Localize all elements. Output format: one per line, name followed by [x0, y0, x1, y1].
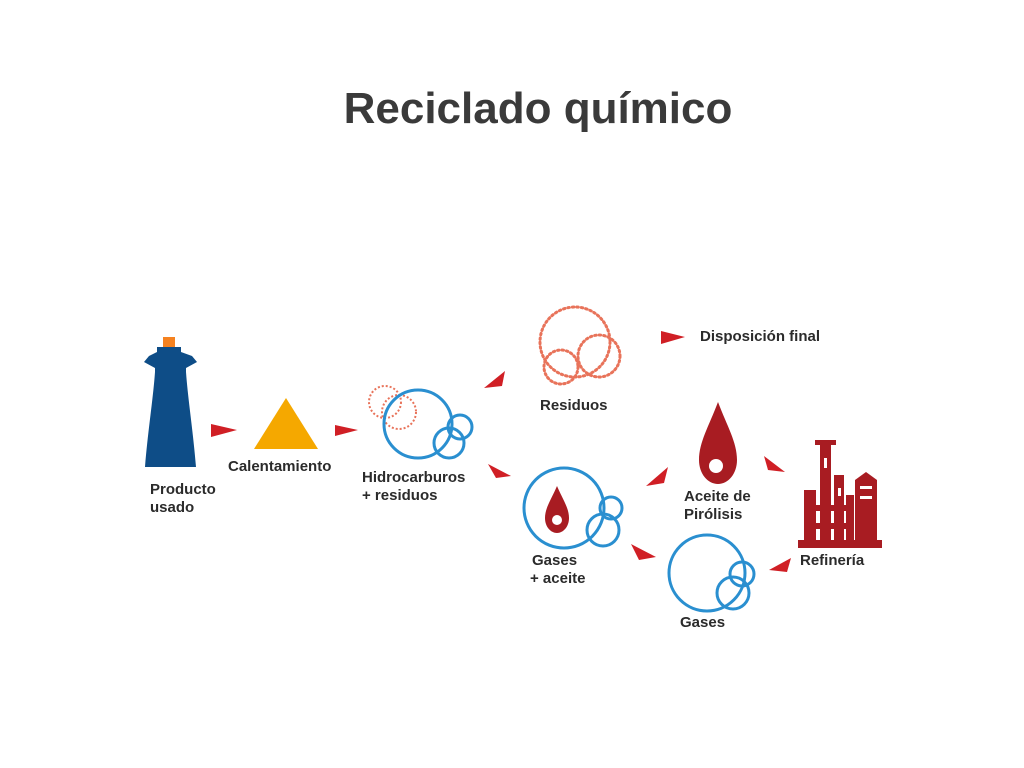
residuos-label: Residuos — [540, 397, 608, 414]
gases-aceite-label-line2: + aceite — [530, 570, 585, 587]
calentamiento-label: Calentamiento — [228, 458, 331, 475]
producto-label-line2: usado — [150, 499, 194, 516]
page-title: Reciclado químico — [343, 84, 733, 133]
disposicion-label: Disposición final — [700, 328, 820, 345]
arrow-icon — [335, 425, 358, 436]
arrow-icon — [484, 371, 505, 388]
oil-drop-icon — [699, 402, 737, 484]
circles-icon — [667, 533, 756, 613]
bottle-icon — [144, 337, 197, 467]
arrow-icon — [488, 464, 511, 478]
gases-aceite-label-line1: Gases — [532, 552, 577, 569]
arrow-icon — [211, 424, 237, 437]
refineria-label: Refinería — [800, 552, 865, 569]
arrow-icon — [661, 331, 685, 344]
producto-label-line1: Producto — [150, 481, 216, 498]
hidrocarburos-label-line1: Hidrocarburos — [362, 469, 465, 486]
refinery-icon — [798, 440, 882, 548]
arrow-icon — [631, 544, 656, 560]
gases-label: Gases — [680, 614, 725, 631]
hidrocarburos-label-line2: + residuos — [362, 487, 437, 504]
triangle-icon — [254, 398, 318, 449]
dotted-circles-icon — [538, 305, 622, 386]
circles-drop-icon — [522, 466, 624, 550]
aceite-label-line2: Pirólisis — [684, 506, 742, 523]
arrow-icon — [764, 456, 785, 472]
arrow-icon — [769, 558, 791, 572]
aceite-label-line1: Aceite de — [684, 488, 751, 505]
circles-icon — [368, 385, 474, 460]
arrow-icon — [646, 467, 668, 486]
